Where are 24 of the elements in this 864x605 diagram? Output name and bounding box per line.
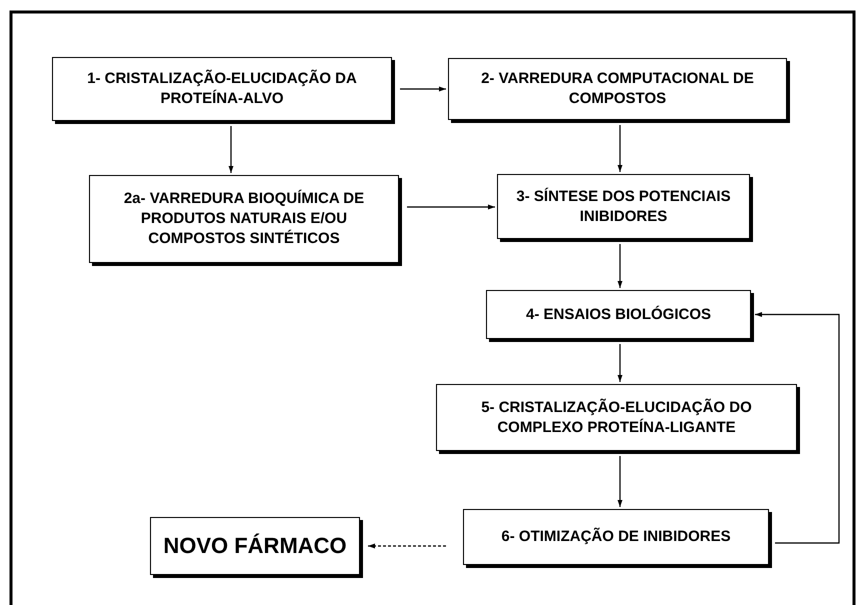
arrow xyxy=(755,312,840,544)
process-box xyxy=(497,174,750,239)
step-label: 6- OTIMIZAÇÃO DE INIBIDORES xyxy=(501,527,731,547)
process-box xyxy=(52,57,392,121)
step-label: 4- ENSAIOS BIOLÓGICOS xyxy=(526,304,712,324)
step-label: 3- SÍNTESE DOS POTENCIAIS INIBIDORES xyxy=(515,186,732,226)
arrow xyxy=(400,86,446,92)
process-box xyxy=(150,517,360,575)
step-label: NOVO FÁRMACO xyxy=(163,536,347,556)
arrow xyxy=(618,244,622,288)
step-label: 1- CRISTALIZAÇÃO-ELUCIDAÇÃO DA PROTEÍNA-ALVO xyxy=(86,69,358,109)
arrow xyxy=(618,344,622,382)
arrow xyxy=(618,125,622,172)
process-box xyxy=(463,509,769,565)
step-label: 5- CRISTALIZAÇÃO-ELUCIDAÇÃO DO COMPLEXO PROTEÍNA-LIGANTE xyxy=(480,398,753,438)
step-label: 2- VARREDURA COMPUTACIONAL DE COMPOSTOS xyxy=(480,69,755,109)
process-box xyxy=(448,58,787,120)
arrow xyxy=(618,456,622,507)
process-box xyxy=(89,175,399,263)
arrow xyxy=(407,204,495,210)
step-label: 2a- VARREDURA BIOQUÍMICA DE PRODUTOS NATURAIS E/OU COMPOSTOS SINTÉTICOS xyxy=(122,189,366,249)
arrow xyxy=(368,544,446,548)
process-box xyxy=(486,290,751,339)
process-box xyxy=(436,384,797,451)
